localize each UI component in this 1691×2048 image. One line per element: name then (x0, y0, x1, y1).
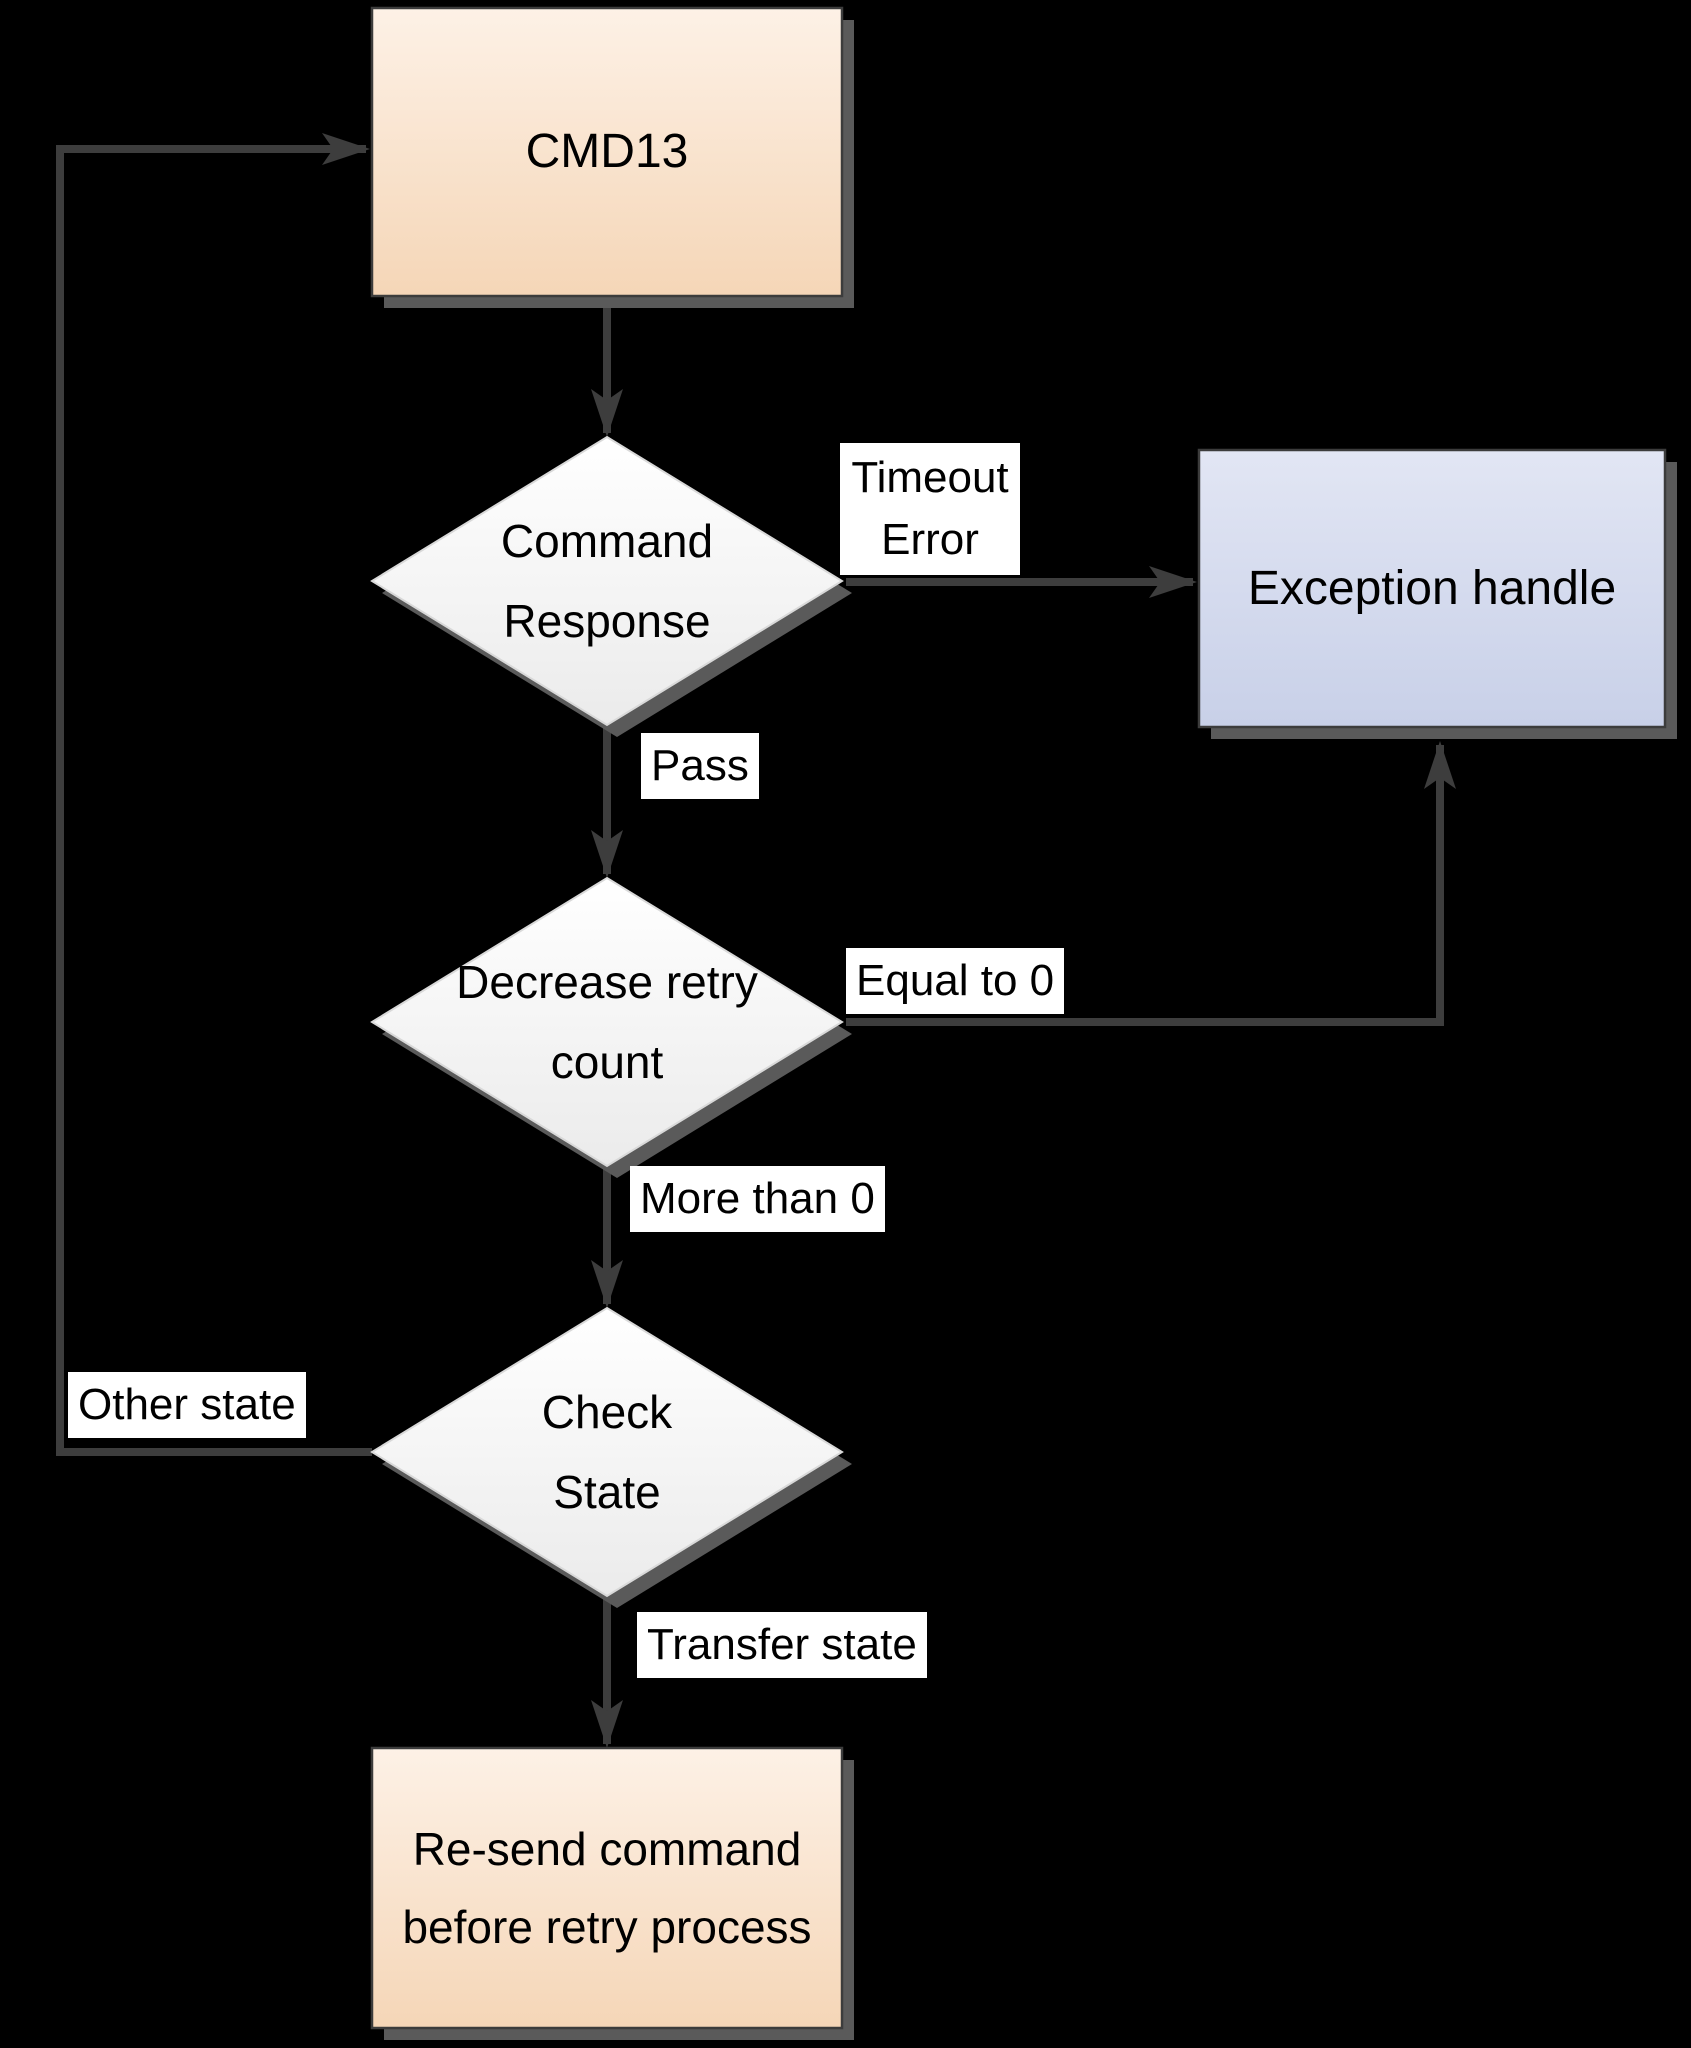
cmd13-box (370, 6, 844, 298)
check-state-diamond (370, 1306, 844, 1598)
pass-label: Pass (641, 733, 759, 800)
timeout-error-label: Timeout Error (840, 443, 1020, 575)
exception-handle-box (1197, 448, 1667, 729)
more-than-0-label: More than 0 (630, 1166, 885, 1233)
other-state-label: Other state (68, 1372, 306, 1439)
resend-command-box (370, 1746, 844, 2030)
transfer-state-label: Transfer state (637, 1612, 927, 1679)
command-response-diamond (370, 435, 844, 727)
equal-to-0-label: Equal to 0 (846, 948, 1065, 1015)
edge-equal-to-0 (846, 741, 1456, 1026)
edge-other-state (56, 133, 372, 1456)
decrease-retry-diamond (370, 876, 844, 1168)
